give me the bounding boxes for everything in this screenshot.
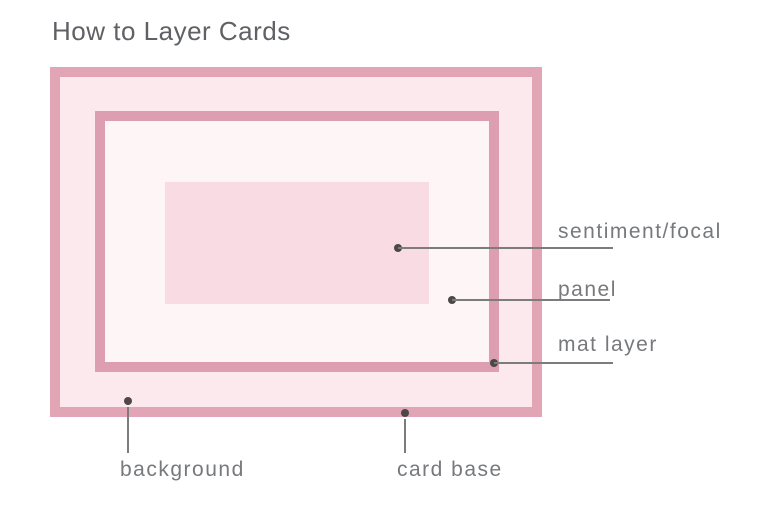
mat-layer-label: mat layer bbox=[558, 333, 658, 356]
card-base-callout-dot bbox=[401, 409, 409, 417]
background-label: background bbox=[120, 458, 245, 481]
sentiment-label: sentiment/focal bbox=[558, 220, 722, 243]
panel-callout-line bbox=[452, 299, 610, 301]
background-callout-line bbox=[127, 407, 129, 453]
card-base-callout-line bbox=[404, 419, 406, 453]
sentiment-focal-layer bbox=[165, 182, 429, 304]
sentiment-callout-line bbox=[398, 247, 613, 249]
background-callout-dot bbox=[124, 397, 132, 405]
panel-label: panel bbox=[558, 278, 617, 301]
mat-callout-line bbox=[494, 362, 613, 364]
card-base-label: card base bbox=[397, 458, 503, 481]
page-title: How to Layer Cards bbox=[52, 16, 291, 46]
